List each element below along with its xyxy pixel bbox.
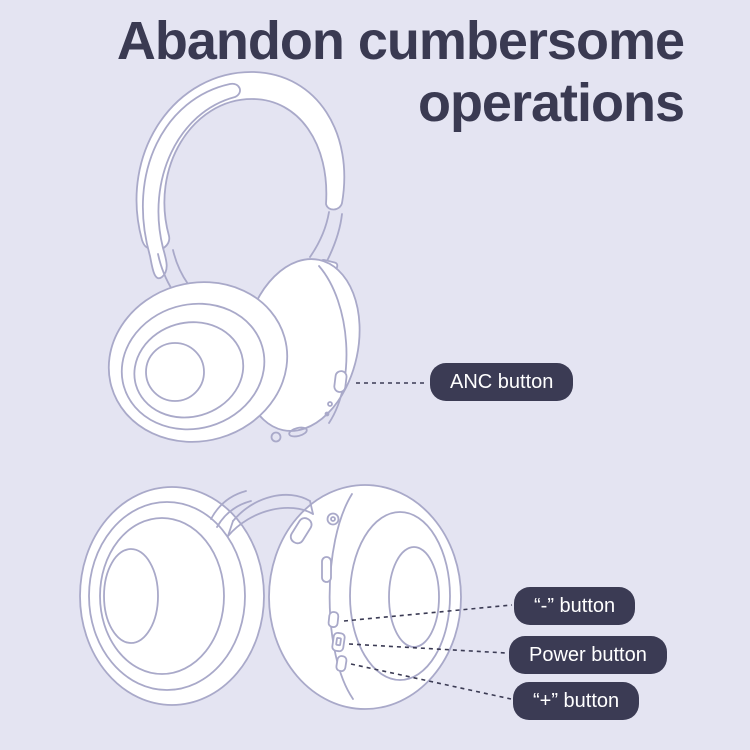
minus-button (327, 611, 340, 628)
slider-arm (210, 490, 247, 520)
callout-connectors (343, 382, 513, 700)
right-yoke (309, 211, 330, 258)
folded-left-ear-cup (79, 486, 265, 706)
aux-port (326, 512, 340, 526)
callout-minus-button: “-” button (514, 587, 636, 625)
led-dot (327, 401, 333, 407)
callout-anc-button: ANC button (430, 363, 574, 401)
charge-port (321, 556, 332, 583)
callout-power-button: Power button (509, 636, 667, 674)
connector-plus (350, 663, 512, 700)
aux-jack (270, 431, 282, 443)
page-title-line1: Abandon cumbersome (116, 11, 685, 71)
right-ear-cup-edge (318, 265, 348, 424)
left-ear-cup-center (145, 342, 205, 402)
headphones-folded-flat-view (79, 484, 462, 710)
mic-dot (324, 411, 330, 417)
usb-c-port (288, 426, 308, 438)
folded-right-cup-rim (328, 493, 354, 700)
anc-button (333, 370, 348, 393)
connector-power (348, 643, 507, 654)
folded-right-cup-plate (349, 511, 451, 681)
headphones-three-quarter-view (107, 71, 361, 443)
callout-plus-button: “+” button (513, 682, 640, 720)
power-button (331, 632, 346, 653)
folded-headband (232, 493, 311, 522)
headband-cushion (142, 82, 241, 280)
page-title-line2: operations (417, 73, 685, 134)
folded-left-cup-center (103, 548, 159, 644)
plus-button (335, 655, 348, 673)
folded-hinge (289, 517, 313, 545)
